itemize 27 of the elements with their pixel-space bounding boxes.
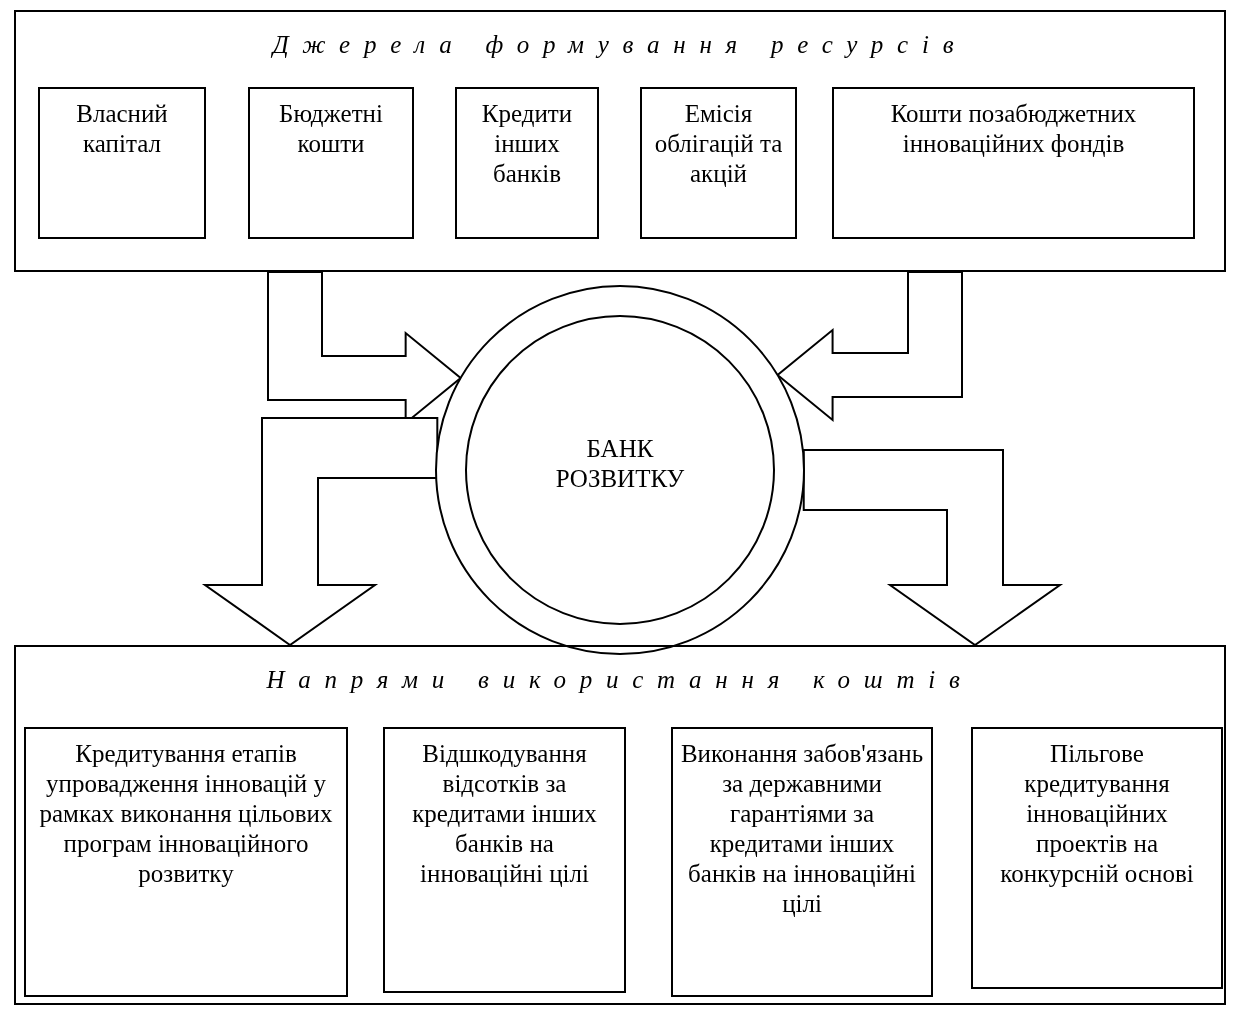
box-label: Виконання забов'язань за державними гарантіями за кредитами інших банків на інноваційні цілі bbox=[679, 739, 925, 919]
box-label: Кредити інших банків bbox=[480, 99, 574, 189]
block-arrow bbox=[776, 271, 963, 423]
block-arrow bbox=[201, 417, 439, 647]
text-box bbox=[383, 727, 626, 993]
text-box bbox=[248, 87, 414, 239]
text-box bbox=[640, 87, 797, 239]
text-box bbox=[971, 727, 1223, 989]
block-arrow bbox=[802, 449, 1064, 647]
text-box bbox=[24, 727, 348, 997]
box-label: Відшкодування відсотків за кредитами інших банків на інноваційні цілі bbox=[411, 739, 598, 889]
box-label: Емісія облігацій та акцій bbox=[653, 99, 784, 189]
group-title: Напрями використання коштів bbox=[265, 665, 975, 695]
text-box bbox=[455, 87, 599, 239]
group-box bbox=[14, 645, 1226, 1005]
double-circle bbox=[434, 284, 806, 656]
box-label: Кошти позабюджетних інноваційних фондів bbox=[889, 99, 1138, 159]
box-label: Пільгове кредитування інноваційних проектів на конкурсній основі bbox=[999, 739, 1195, 889]
text-box bbox=[832, 87, 1195, 239]
box-label: БАНК РОЗВИТКУ bbox=[554, 434, 686, 494]
box-label: Власний капітал bbox=[75, 99, 169, 159]
text-box bbox=[671, 727, 933, 997]
box-label: Бюджетні кошти bbox=[278, 99, 384, 159]
group-box bbox=[14, 10, 1226, 272]
box-label: Кредитування етапів упровадження інновацій у рамках виконання цільових програм інноваційного розвитку bbox=[38, 739, 334, 889]
group-title: Джерела формування ресурсів bbox=[270, 30, 969, 60]
text-box bbox=[38, 87, 206, 239]
